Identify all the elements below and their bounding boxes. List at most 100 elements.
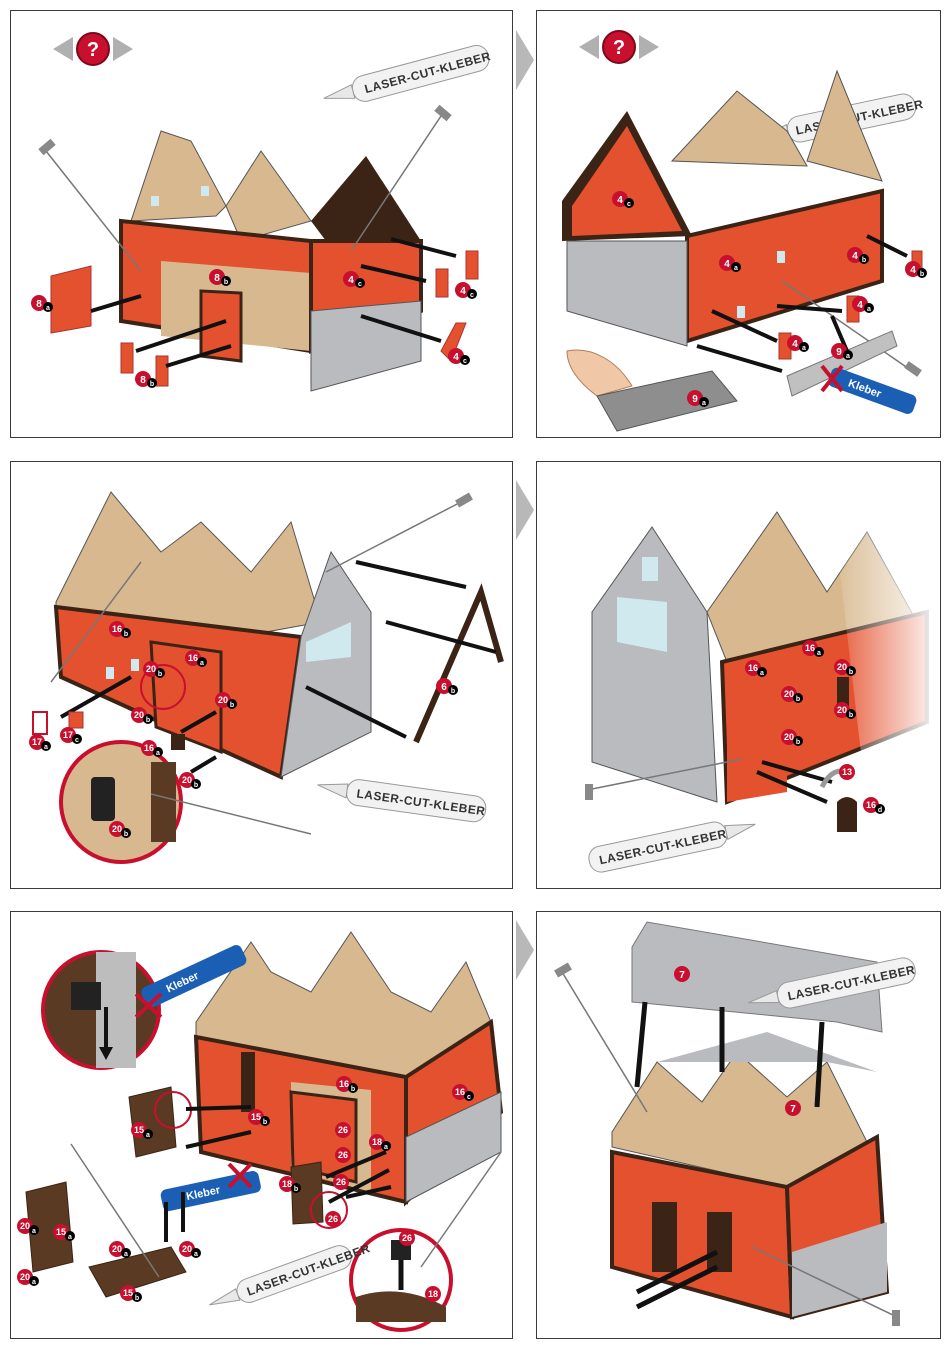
svg-text:a: a <box>156 750 160 757</box>
svg-text:a: a <box>32 1228 36 1235</box>
svg-text:16: 16 <box>805 643 815 653</box>
svg-text:a: a <box>44 744 48 751</box>
svg-text:26: 26 <box>328 1214 338 1224</box>
svg-text:17: 17 <box>32 737 42 747</box>
svg-text:15: 15 <box>56 1227 66 1237</box>
question-mark-glyph: ? <box>87 39 99 61</box>
svg-text:b: b <box>451 688 455 695</box>
svg-text:20: 20 <box>146 664 156 674</box>
svg-text:a: a <box>846 353 850 360</box>
svg-text:16: 16 <box>339 1079 349 1089</box>
help-nav[interactable]: ? <box>53 32 133 66</box>
svg-text:c: c <box>467 1094 471 1101</box>
part-4c-1 <box>435 268 449 298</box>
label-badge: 15a <box>131 1122 153 1139</box>
house-model <box>562 69 884 347</box>
svg-text:b: b <box>224 279 228 286</box>
svg-text:b: b <box>124 831 128 838</box>
prev-arrow-icon[interactable] <box>53 37 73 61</box>
svg-text:20: 20 <box>134 710 144 720</box>
svg-text:a: a <box>68 1234 72 1241</box>
svg-text:20: 20 <box>218 695 228 705</box>
label-badge: 18a <box>369 1134 391 1151</box>
svg-text:b: b <box>124 631 128 638</box>
svg-text:b: b <box>194 782 198 789</box>
svg-text:8: 8 <box>36 299 42 310</box>
help-icon[interactable] <box>602 30 636 64</box>
svg-text:20: 20 <box>182 775 192 785</box>
svg-text:16: 16 <box>455 1087 465 1097</box>
svg-text:c: c <box>75 737 79 744</box>
svg-text:18: 18 <box>428 1289 438 1299</box>
hammer-tool <box>325 492 473 573</box>
svg-text:20: 20 <box>112 1244 122 1254</box>
label-badge: 20b <box>179 772 201 789</box>
hammer-tool <box>585 758 743 800</box>
label-badge: 16a <box>745 660 767 677</box>
svg-text:a: a <box>146 1132 150 1139</box>
step-panel-1: ? LASER-CUT-KLEBER <box>10 10 513 438</box>
svg-text:18: 18 <box>282 1179 292 1189</box>
svg-text:a: a <box>200 660 204 667</box>
part-17a <box>32 711 48 735</box>
part-6b-gable-frame <box>413 583 504 744</box>
svg-text:20: 20 <box>837 705 847 715</box>
svg-text:26: 26 <box>338 1125 348 1135</box>
part-4c-2 <box>465 250 479 280</box>
svg-text:4: 4 <box>792 339 798 350</box>
label-badge: 20b <box>781 729 803 746</box>
svg-text:c: c <box>463 358 467 365</box>
help-nav[interactable]: ? <box>579 30 659 64</box>
hammer-tool-right <box>751 1246 900 1326</box>
svg-text:a: a <box>817 650 821 657</box>
label-badge: 18 <box>425 1286 441 1302</box>
label-badge: 20b <box>215 692 237 709</box>
svg-text:a: a <box>46 305 50 312</box>
svg-text:4: 4 <box>453 352 459 363</box>
svg-text:a: a <box>734 265 738 272</box>
hammer-tool-left <box>554 962 648 1113</box>
svg-text:16: 16 <box>144 743 154 753</box>
label-badge: 26 <box>399 1230 415 1246</box>
label-badge: 26 <box>335 1122 351 1138</box>
house-model <box>591 462 940 888</box>
label-badge: 16a <box>141 740 163 757</box>
svg-text:13: 13 <box>842 767 852 777</box>
svg-text:b: b <box>862 257 866 264</box>
label-badge: 26 <box>325 1211 341 1227</box>
svg-text:b: b <box>351 1086 355 1093</box>
label-badge: 18b <box>279 1176 301 1193</box>
house-model <box>119 130 423 392</box>
house-model <box>193 931 504 1207</box>
detail-highlight-ring <box>310 1191 348 1229</box>
label-badge: 16c <box>452 1084 474 1101</box>
glue-tube: LASER-CUT-KLEBER <box>588 821 756 873</box>
svg-text:a: a <box>124 1251 128 1258</box>
svg-text:26: 26 <box>338 1150 348 1160</box>
no-glue-cross-icon <box>227 1162 253 1189</box>
help-icon[interactable] <box>76 32 110 66</box>
label-badge: 16b <box>109 621 131 638</box>
svg-text:b: b <box>158 671 162 678</box>
svg-text:a: a <box>802 345 806 352</box>
svg-text:c: c <box>627 201 631 208</box>
part-8b-2 <box>155 355 169 387</box>
part-15a-door-lower <box>25 1181 74 1273</box>
svg-text:20: 20 <box>837 662 847 672</box>
next-arrow-icon[interactable] <box>113 37 133 61</box>
svg-text:a: a <box>867 306 871 313</box>
label-badge: 15a <box>53 1224 75 1241</box>
next-arrow-icon[interactable] <box>639 35 659 59</box>
prev-arrow-icon[interactable] <box>579 35 599 59</box>
question-mark-glyph: ? <box>613 37 625 59</box>
label-badge: 13 <box>839 764 855 780</box>
